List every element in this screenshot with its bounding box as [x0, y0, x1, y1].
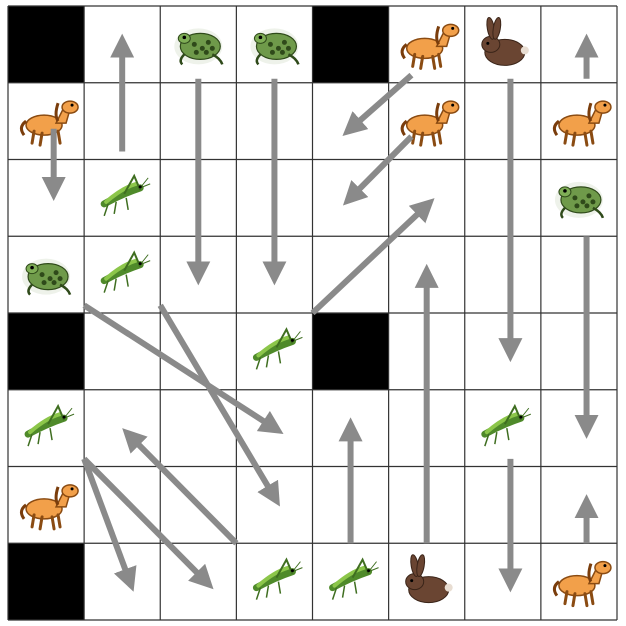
board-cell[interactable] — [465, 160, 541, 237]
board-cell[interactable] — [541, 236, 617, 313]
board-cell[interactable] — [465, 467, 541, 544]
black-cell[interactable] — [313, 6, 389, 83]
board-cell[interactable] — [465, 236, 541, 313]
board-cell[interactable] — [389, 160, 465, 237]
board-cell[interactable] — [541, 467, 617, 544]
frog-icon[interactable] — [250, 28, 298, 64]
board-cell[interactable] — [84, 313, 160, 390]
board-cell[interactable] — [313, 83, 389, 160]
board-cell[interactable] — [236, 467, 312, 544]
frog-icon[interactable] — [174, 28, 222, 64]
frog-icon[interactable] — [22, 259, 70, 295]
board-cell[interactable] — [541, 6, 617, 83]
board-cell[interactable] — [8, 160, 84, 237]
black-cell[interactable] — [8, 313, 84, 390]
board-cell[interactable] — [465, 83, 541, 160]
board-cell[interactable] — [465, 313, 541, 390]
frog-icon[interactable] — [555, 182, 603, 218]
black-cell[interactable] — [8, 6, 84, 83]
black-cell[interactable] — [313, 313, 389, 390]
board-cell[interactable] — [465, 543, 541, 620]
board-cell[interactable] — [160, 543, 236, 620]
board-cell[interactable] — [541, 313, 617, 390]
board-cell[interactable] — [541, 390, 617, 467]
black-cell[interactable] — [8, 543, 84, 620]
board-cell[interactable] — [84, 467, 160, 544]
board-cell[interactable] — [160, 390, 236, 467]
